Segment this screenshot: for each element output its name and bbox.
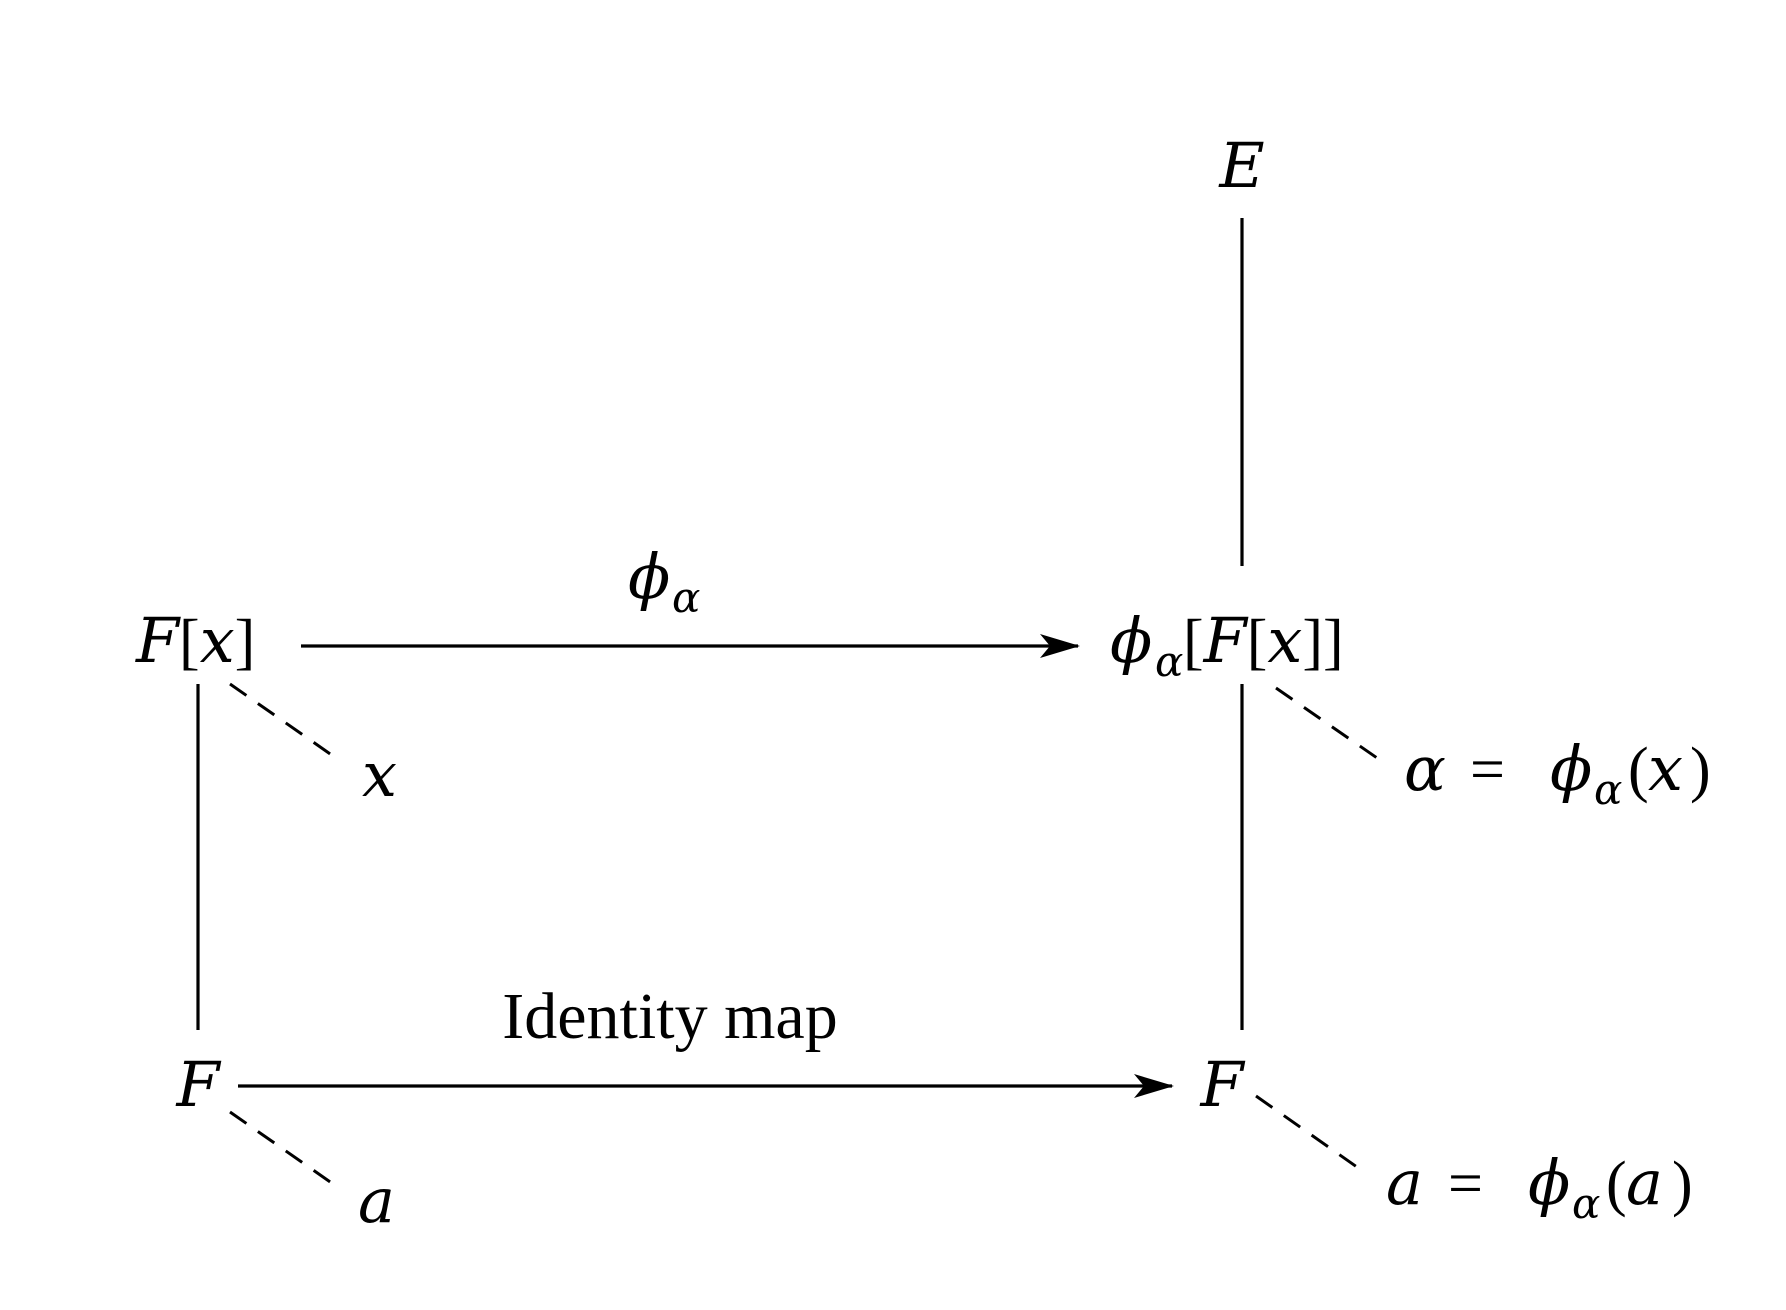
label-top-phi: ϕ (628, 540, 670, 613)
svg-text:F[x]: F[x] (135, 604, 255, 677)
dashed-phiFx-to-alpha (1275, 686, 1381, 762)
node-phiFx-sub: α (1155, 637, 1183, 686)
element-a-eq-paren-close: ) (1672, 1150, 1693, 1218)
element-alpha-paren-open: ( (1628, 736, 1649, 804)
element-x: x (362, 738, 397, 811)
label-identity-map: Identity map (502, 980, 837, 1053)
element-a-eq-equals: = (1448, 1150, 1483, 1218)
node-Fx-F: F (135, 604, 181, 677)
node-phiFx-x: x (1267, 604, 1302, 677)
label-top-arrow: ϕ α (628, 540, 700, 622)
node-Fx-close: ] (235, 608, 256, 676)
element-alpha: α (1404, 732, 1446, 805)
node-F-bottom-left: F (175, 1048, 221, 1121)
element-a-eq-phi-sub: α (1572, 1179, 1600, 1228)
node-phiFx-phi: ϕ (1110, 604, 1152, 677)
node-phiFx: ϕ α [F[x]] (1110, 604, 1344, 686)
element-a-left: a (358, 1164, 395, 1237)
svg-text:[F[x]]: [F[x]] (1183, 604, 1344, 677)
node-F-bottom-right: F (1199, 1048, 1245, 1121)
node-E: E (1218, 129, 1264, 202)
element-a-eq-a: a (1386, 1146, 1423, 1219)
dashed-F-right-to-a-eq (1255, 1094, 1365, 1174)
element-alpha-arg-x: x (1648, 732, 1683, 805)
node-phiFx-open: [ (1183, 608, 1204, 676)
element-a-eq-paren-open: ( (1606, 1150, 1627, 1218)
element-alpha-phi-sub: α (1594, 765, 1622, 814)
element-alpha-equals: = (1470, 736, 1505, 804)
node-Fx-x: x (200, 604, 235, 677)
label-top-sub: α (672, 573, 700, 622)
node-Fx: F[x] (135, 604, 255, 677)
element-a-eq-arg-a: a (1626, 1146, 1663, 1219)
element-a-eq-phi: ϕ (1528, 1146, 1570, 1219)
dashed-Fx-to-x (229, 682, 337, 760)
element-a-equation: a = ϕ α ( a ) (1386, 1146, 1693, 1228)
node-phiFx-open2: [ (1247, 608, 1268, 676)
element-alpha-paren-close: ) (1690, 736, 1711, 804)
node-phiFx-close: ]] (1302, 608, 1343, 676)
element-alpha-equation: α = ϕ α ( x ) (1404, 732, 1711, 814)
node-Fx-open: [ (179, 608, 200, 676)
node-phiFx-F: F (1203, 604, 1249, 677)
dashed-F-left-to-a (229, 1110, 337, 1188)
element-alpha-phi: ϕ (1550, 732, 1592, 805)
